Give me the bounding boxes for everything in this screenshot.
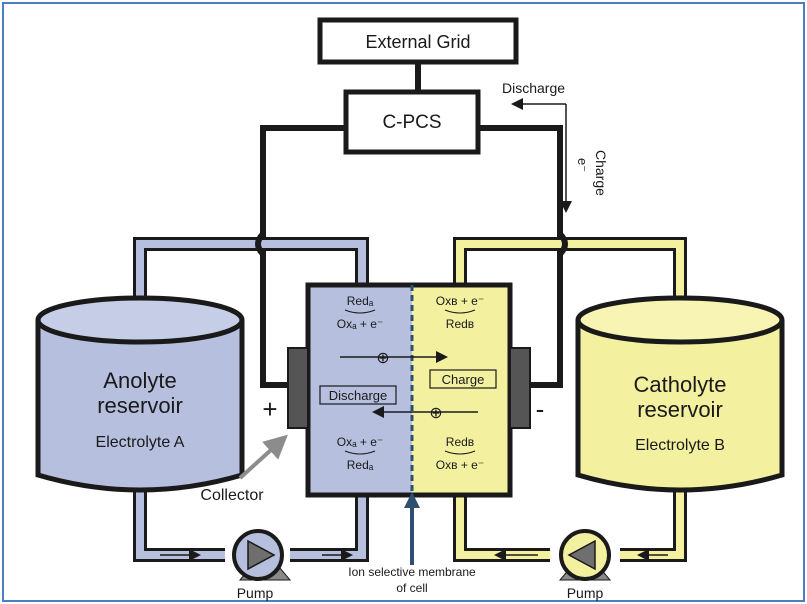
cell [305,282,513,498]
external-grid-box: External Grid [317,17,519,65]
reaction-left-bottom-1: Oxₐ + e⁻ [337,435,383,449]
cpcs-box: C-PCS [343,89,481,155]
minus-sign: - [536,394,545,424]
reaction-right-bottom-1: Redʙ [446,435,474,449]
reaction-left-bottom-2: Redₐ [347,458,374,472]
cell-catholyte-half [412,285,510,495]
cell-reactions: Redₐ Oxₐ + e⁻ Oxʙ + e⁻ Redʙ Oxₐ + e⁻ Red… [337,294,484,472]
cell-anolyte-half [308,285,412,495]
pump-right-label: Pump [567,585,604,601]
pump-left: Pump [232,529,292,601]
cell-charge-label: Charge [442,372,485,387]
reaction-right-top-2: Redʙ [446,317,474,331]
anolyte-label-1: Anolyte [103,368,176,393]
anolyte-electrolyte-label: Electrolyte A [96,434,185,451]
anolyte-pipes [133,237,369,562]
catholyte-label-2: reservoir [637,397,723,422]
wires-cpcs-electrodes [260,125,563,388]
wire-crossings [255,231,568,257]
anolyte-reservoir: Anolyte reservoir Electrolyte A [35,295,245,493]
reaction-left-top-1: Redₐ [347,294,374,308]
catholyte-electrolyte-label: Electrolyte B [635,437,725,454]
membrane-pointer: Ion selective membrane of cell [348,492,476,595]
pump-left-label: Pump [237,585,274,601]
electron-label: e⁻ [575,158,590,172]
electrode-negative [509,347,531,429]
collector-pointer: Collector [200,434,288,504]
ion-symbol-discharge: ⊕ [429,405,442,422]
anolyte-label-2: reservoir [97,393,183,418]
catholyte-reservoir: Catholyte reservoir Electrolyte B [575,295,785,493]
collector-label: Collector [200,487,264,504]
pump-left-icon [247,539,276,571]
discharge-top-label: Discharge [502,80,565,96]
membrane-label-1: Ion selective membrane [348,565,476,579]
charge-ion-flow: ⊕ Charge [340,350,497,389]
catholyte-label-1: Catholyte [634,372,727,397]
reaction-left-top-2: Oxₐ + e⁻ [337,317,383,331]
pump-right: Pump [558,529,612,601]
reaction-right-top-1: Oxʙ + e⁻ [436,294,484,308]
plus-sign: + [262,394,277,424]
cpcs-label: C-PCS [382,112,441,133]
external-grid-label: External Grid [365,32,470,52]
charge-side-label: Charge [593,150,609,196]
discharge-ion-flow: Discharge ⊕ [319,385,478,422]
reaction-right-bottom-2: Oxʙ + e⁻ [436,458,484,472]
cell-discharge-label: Discharge [329,388,388,403]
membrane-label-2: of cell [396,581,427,595]
ion-symbol-charge: ⊕ [376,350,389,367]
electrode-positive [287,347,309,429]
pump-right-icon [567,539,596,571]
discharge-charge-annotation: Discharge e⁻ Charge [502,80,609,213]
